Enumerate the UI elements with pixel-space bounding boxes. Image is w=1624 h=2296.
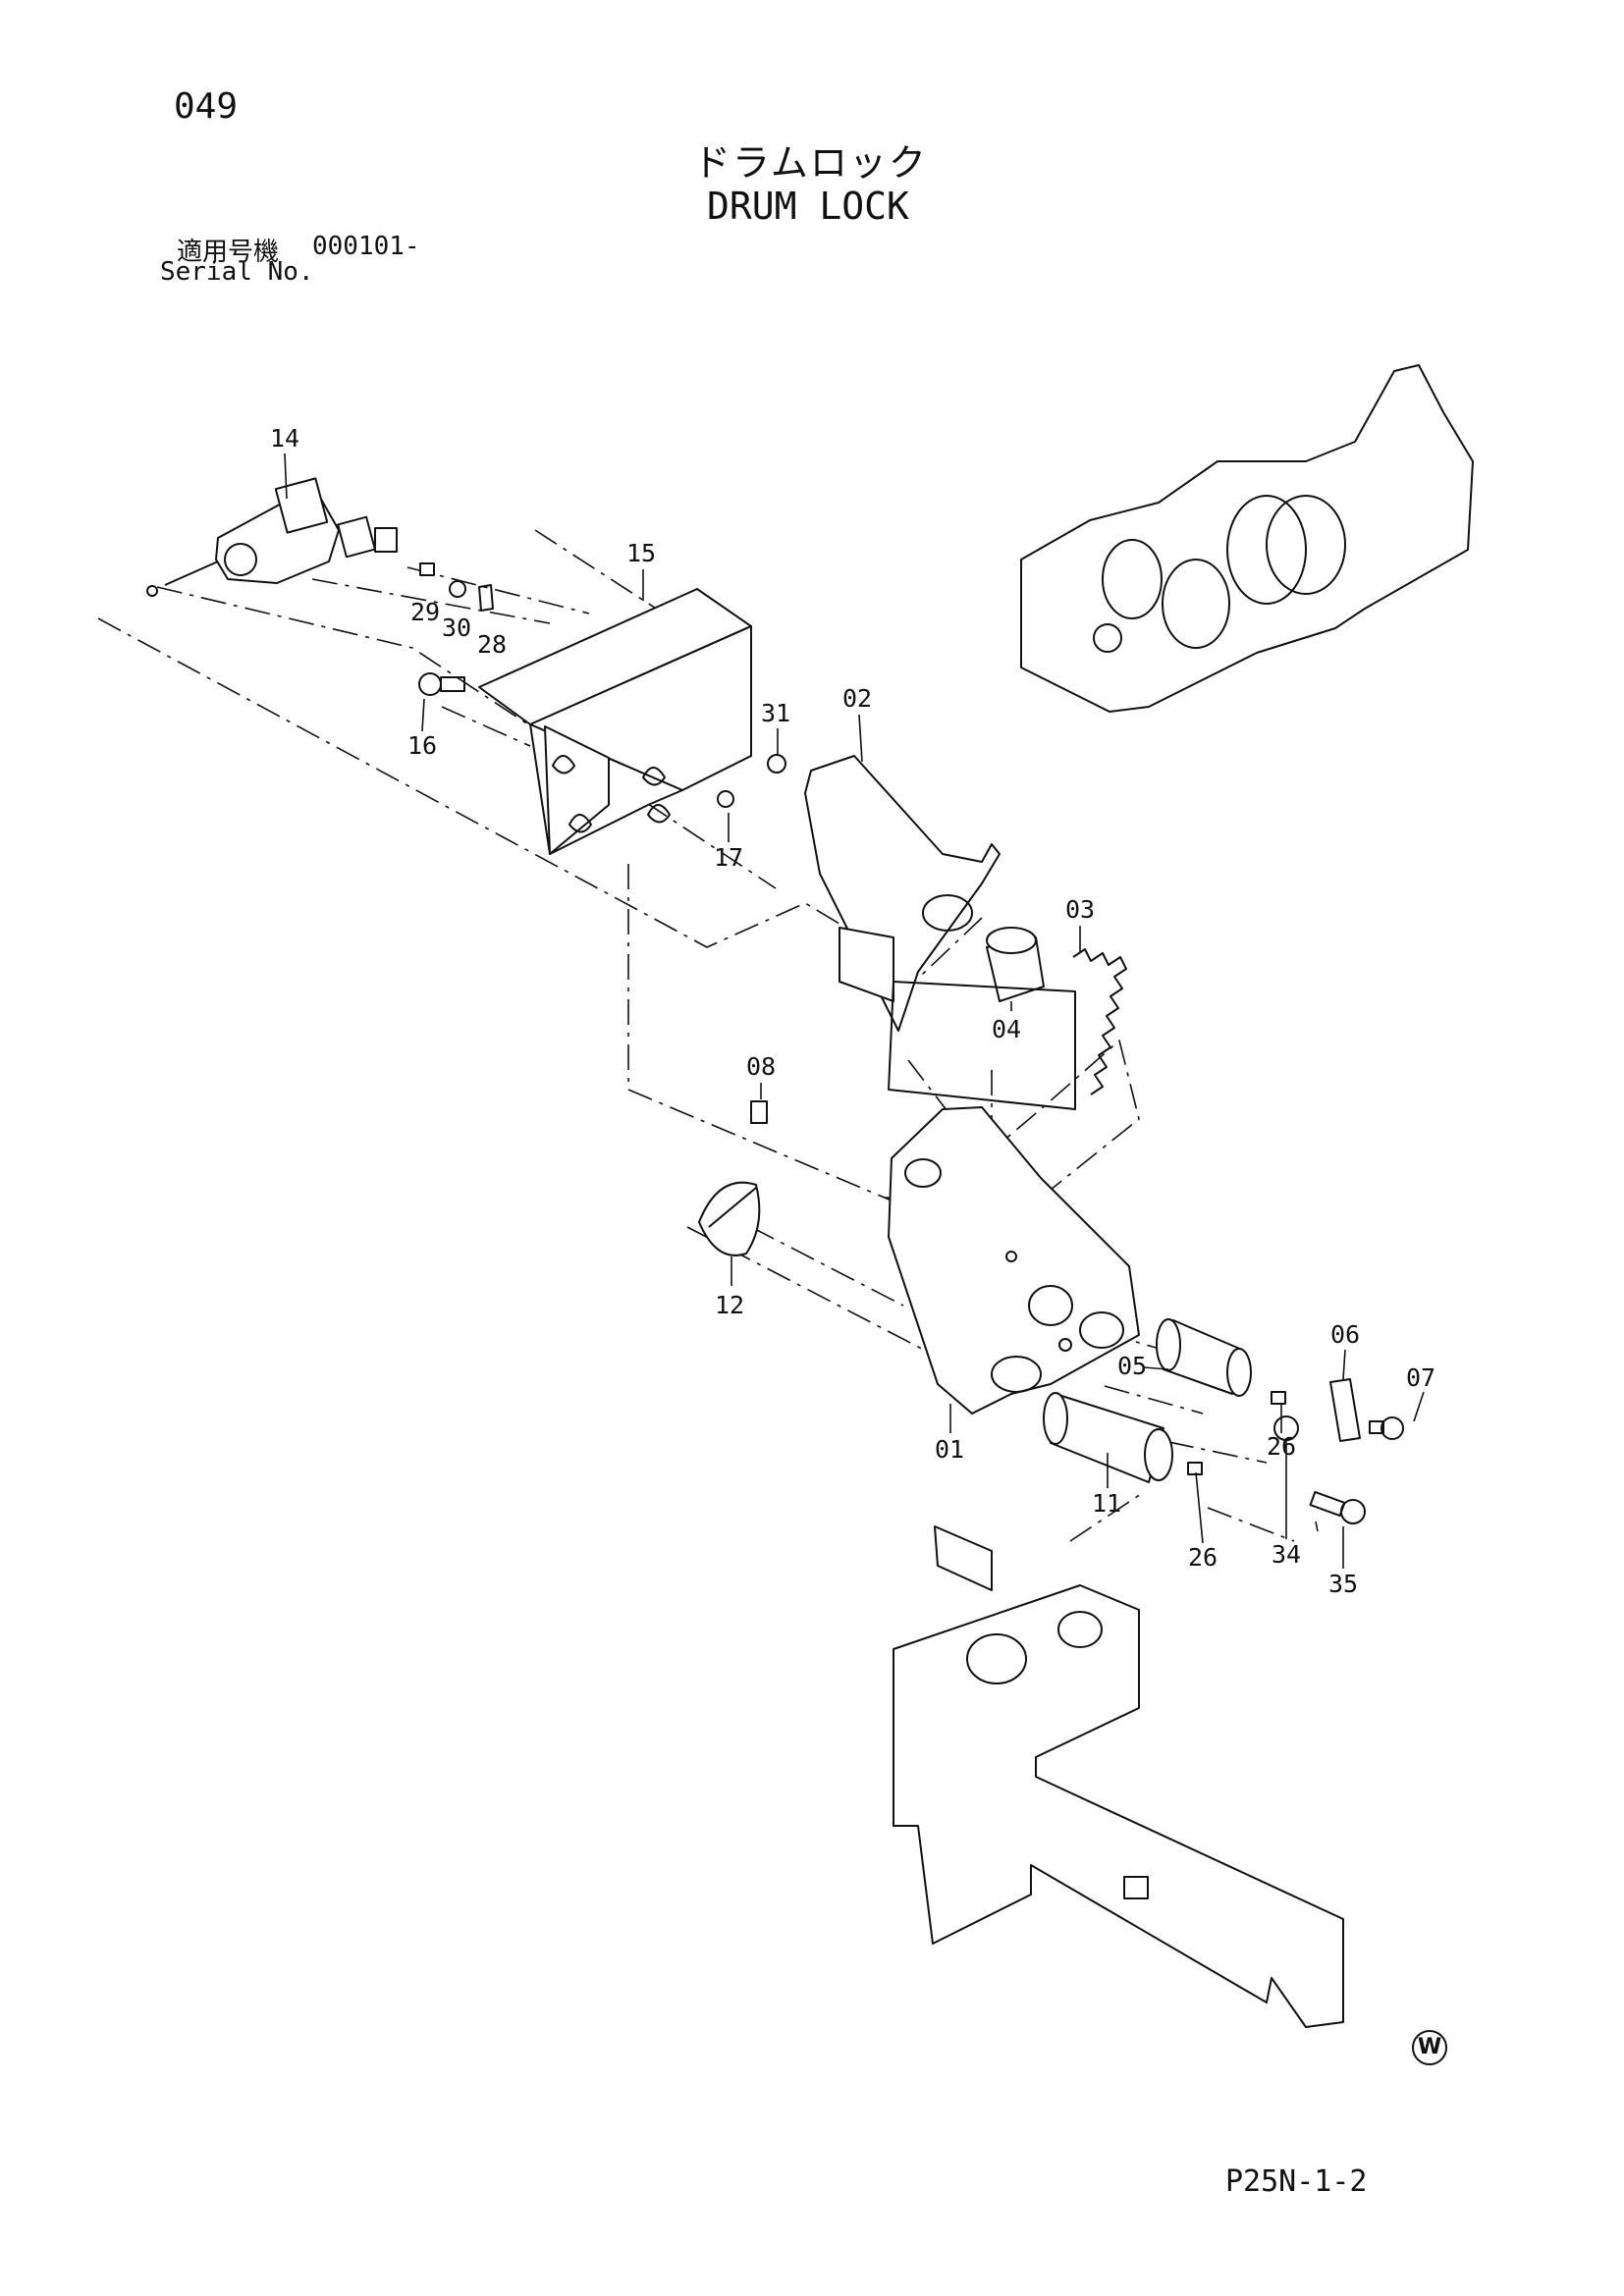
part-label: 28 xyxy=(477,630,507,659)
part-label: 29 xyxy=(410,598,440,626)
label-leader-lines xyxy=(284,453,1425,1569)
part-label: 26 xyxy=(1267,1432,1296,1461)
mounting-base-plate xyxy=(893,1525,1344,2028)
lever-guide-plate xyxy=(888,981,1076,1110)
part-label: 02 xyxy=(842,684,872,713)
part-label: 07 xyxy=(1406,1363,1435,1392)
part-label: 35 xyxy=(1328,1570,1358,1598)
small-hardware xyxy=(418,562,786,808)
part-label: 34 xyxy=(1272,1540,1301,1569)
part-label: 01 xyxy=(935,1435,964,1464)
part-label: 05 xyxy=(1117,1352,1147,1380)
pin-05 xyxy=(1156,1318,1252,1397)
part-label: 06 xyxy=(1330,1320,1360,1349)
cover-plate-15 xyxy=(478,588,752,855)
bracket-01 xyxy=(888,1106,1140,1415)
part-label: 17 xyxy=(714,843,743,872)
page-number: 049 xyxy=(174,86,239,127)
part-label: 08 xyxy=(746,1052,776,1081)
part-label: 14 xyxy=(270,424,299,453)
part-label: 26 xyxy=(1188,1543,1218,1572)
pins-26 xyxy=(1271,1391,1286,1405)
part-label: 15 xyxy=(626,539,656,567)
spring-03 xyxy=(1072,948,1127,1095)
part-number-labels: 14 15 29 30 28 16 31 17 02 03 04 08 12 0… xyxy=(270,424,1435,1598)
lynch-pin-12 xyxy=(698,1181,761,1256)
part-label: 30 xyxy=(442,614,471,642)
part-label: 12 xyxy=(715,1291,744,1319)
serial-label-japanese: 適用号機 xyxy=(177,238,280,267)
plate-06 xyxy=(1329,1378,1361,1442)
serial-label-english: Serial No. xyxy=(160,257,314,287)
bolt-07 xyxy=(1369,1416,1404,1440)
bolt-35 xyxy=(1309,1490,1366,1524)
nut-34 xyxy=(1273,1415,1299,1441)
pin-11 xyxy=(1043,1392,1203,1483)
part-label: 31 xyxy=(761,699,790,727)
serial-range: 000101- xyxy=(312,232,420,261)
actuator-motor-14 xyxy=(146,477,398,597)
part-label: 03 xyxy=(1065,895,1095,924)
drum-assembly-inset-view xyxy=(1020,364,1474,713)
page-title-english: DRUM LOCK xyxy=(707,185,909,228)
lock-lever-02 xyxy=(804,755,1001,1032)
part-label: 16 xyxy=(407,731,437,760)
page-title-japanese: ドラムロック xyxy=(693,141,928,185)
part-label: 04 xyxy=(992,1015,1021,1043)
bolt-08 xyxy=(750,1100,768,1124)
w-mark-symbol: W xyxy=(1412,2030,1447,2065)
part-label: 11 xyxy=(1092,1489,1121,1518)
bushing-04 xyxy=(986,927,1045,1002)
footer-page-code: P25N-1-2 xyxy=(1225,2164,1368,2199)
